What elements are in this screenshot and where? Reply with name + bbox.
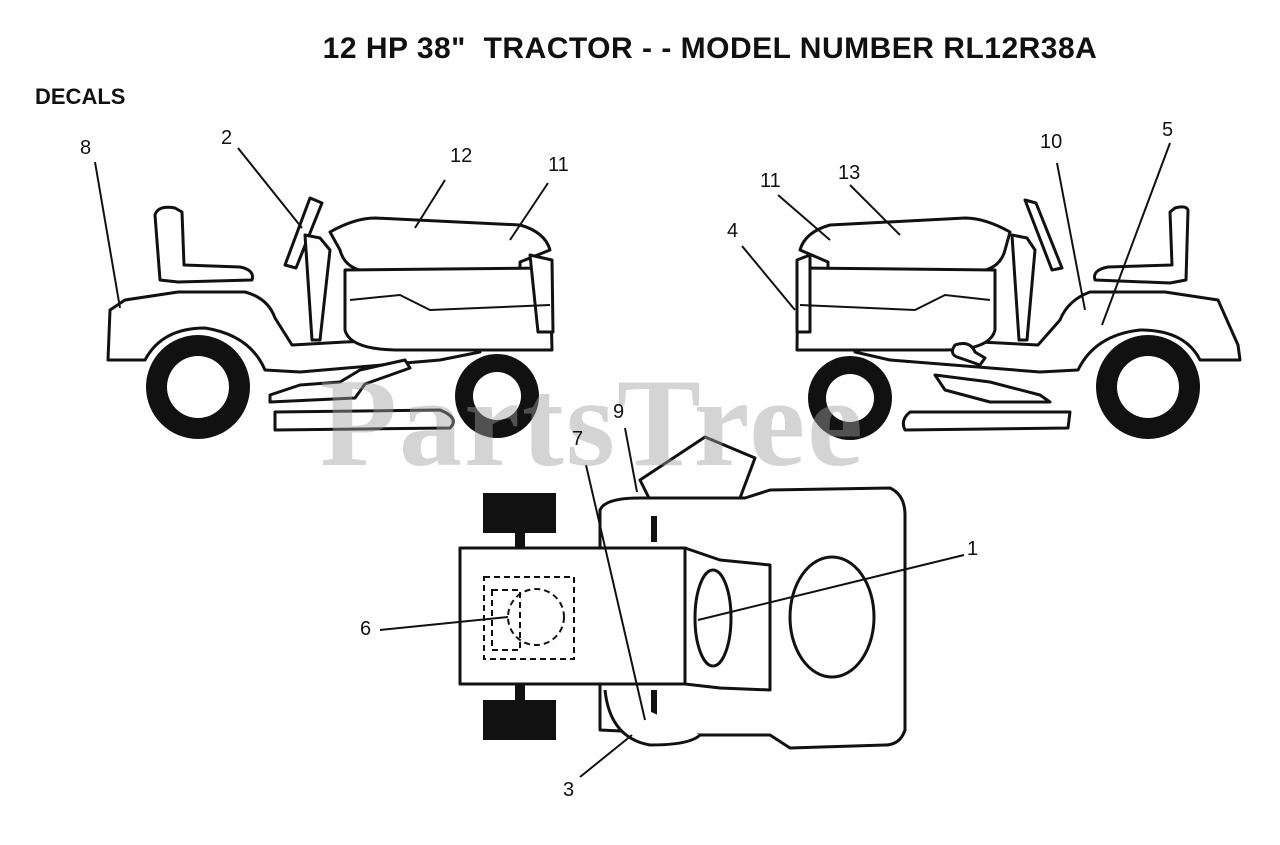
callout-10: 10 [1040,131,1063,153]
callout-1: 1 [967,538,979,560]
section-label: DECALS [35,84,126,109]
watermark: PartsTree [320,354,866,493]
callout-12: 12 [450,145,473,167]
leader-lines [94,142,1171,778]
tractor-left-view [106,196,555,439]
callout-11-right: 11 [760,170,781,192]
callout-3: 3 [563,779,575,801]
callout-11-left: 11 [548,154,569,176]
callout-4: 4 [727,220,739,242]
callout-2: 2 [221,127,233,149]
callout-7: 7 [572,428,584,450]
diagram-title: 12 HP 38" TRACTOR - - MODEL NUMBER RL12R… [322,32,1098,65]
callout-6: 6 [360,618,372,640]
callout-9: 9 [613,401,625,423]
callout-8: 8 [80,137,92,159]
callout-13: 13 [838,162,861,184]
tractor-top-view [458,435,907,750]
tractor-right-view [795,198,1242,440]
callout-5: 5 [1162,119,1174,141]
